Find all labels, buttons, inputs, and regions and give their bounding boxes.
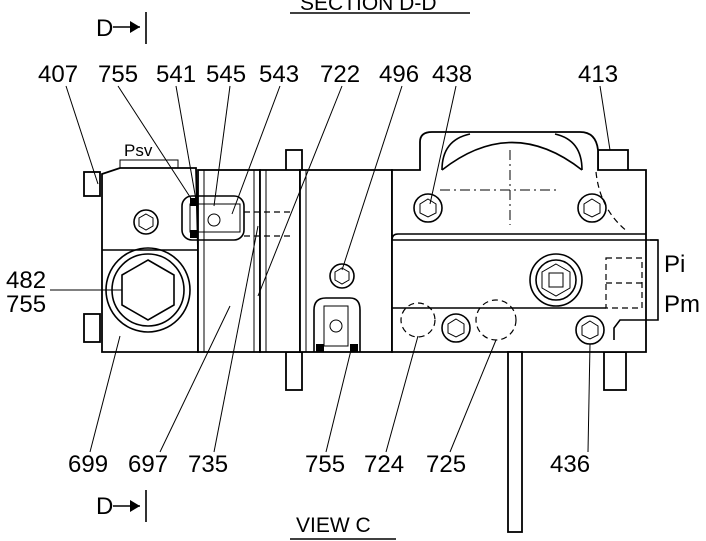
arrow-head-icon <box>130 21 140 33</box>
callout-436: 436 <box>550 451 590 478</box>
block-496 <box>299 169 393 353</box>
callout-543: 543 <box>259 61 299 88</box>
bolt-upper-left <box>133 209 159 235</box>
plug-496 <box>329 263 355 289</box>
callout-413: 413 <box>578 61 618 88</box>
dome-line <box>441 133 471 171</box>
stud-bottom-mid <box>285 351 303 391</box>
block-735 <box>259 169 301 353</box>
section-title: SECTION D-D <box>290 0 470 15</box>
callout-699: 699 <box>68 451 108 478</box>
stud-left-bottom <box>83 313 101 343</box>
callout-755-bottom: 755 <box>305 451 345 478</box>
svg-text:D: D <box>96 15 113 42</box>
callout-labels: 407 755 541 545 543 722 496 438 413 482 … <box>6 61 700 478</box>
body-line <box>391 233 646 241</box>
dome-arc <box>441 141 583 171</box>
svg-text:D: D <box>96 493 113 520</box>
block-699 <box>101 167 199 353</box>
svg-text:SECTION D-D: SECTION D-D <box>300 0 437 15</box>
callout-482: 482 <box>6 267 46 294</box>
orifice-assembly-bottom <box>313 297 361 352</box>
callout-722: 722 <box>320 61 360 88</box>
block-413 <box>391 131 647 353</box>
stud-top-mid <box>285 149 303 173</box>
port-plug-pi <box>529 253 583 307</box>
section-mark-top: D <box>96 12 147 44</box>
orifice-assembly-top <box>181 195 290 241</box>
callout-724: 724 <box>364 451 404 478</box>
section-mark-bottom: D <box>96 490 147 522</box>
valve-block <box>83 131 659 533</box>
callout-725: 725 <box>426 451 466 478</box>
block-697 <box>197 169 261 353</box>
view-title: VIEW C <box>290 514 396 540</box>
port-label-pi: Pi <box>664 251 685 278</box>
callout-496: 496 <box>379 61 419 88</box>
bolt-mid <box>441 313 471 343</box>
callout-545: 545 <box>206 61 246 88</box>
port-label-psv: Psv <box>124 141 153 160</box>
dome-line <box>554 133 583 171</box>
stud-top-right <box>597 149 629 173</box>
callout-755-top: 755 <box>98 61 138 88</box>
stud-bottom-right <box>603 351 627 391</box>
hex-plug-icon <box>121 259 175 321</box>
callout-438: 438 <box>432 61 472 88</box>
callout-541: 541 <box>156 61 196 88</box>
svg-text:VIEW C: VIEW C <box>296 514 371 537</box>
callout-407: 407 <box>38 61 78 88</box>
bolt-438 <box>413 193 443 223</box>
callout-697: 697 <box>128 451 168 478</box>
psv-bracket <box>119 159 179 168</box>
leader-lines <box>50 85 611 453</box>
callout-755-left: 755 <box>6 291 46 318</box>
port-outline <box>613 239 659 340</box>
port-label-pm: Pm <box>664 291 700 318</box>
arrow-head-icon <box>130 500 140 512</box>
bolt-upper-right <box>577 193 607 223</box>
oring-724 <box>400 302 436 338</box>
callout-735: 735 <box>188 451 228 478</box>
rod <box>507 351 523 533</box>
